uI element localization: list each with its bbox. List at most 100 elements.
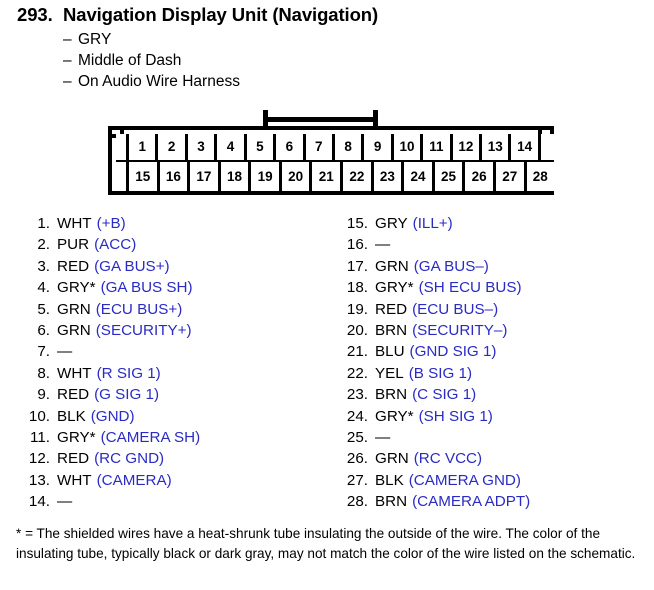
pin-list-item-wire-color: — bbox=[57, 343, 73, 361]
pin-list-item-wire-color: — bbox=[57, 493, 73, 511]
pin-list-item-number: 16. bbox=[346, 236, 368, 254]
pin-list-item-number: 9. bbox=[37, 386, 50, 404]
pin-cell-17: 17 bbox=[190, 162, 221, 191]
pin-list-item: 1.WHT(+B) bbox=[18, 213, 328, 234]
pin-cell-28: 28 bbox=[526, 162, 555, 191]
pin-list-item-signal-name: (SH ECU BUS) bbox=[418, 279, 522, 297]
pin-list-item-number: 1. bbox=[37, 215, 50, 232]
pin-list-item-wire-color: BLK bbox=[57, 407, 86, 425]
pin-cell-13: 13 bbox=[482, 134, 512, 160]
pin-list-item-number: 7. bbox=[37, 343, 50, 361]
pin-list-item-number: 19. bbox=[346, 300, 368, 318]
page-title: 293. Navigation Display Unit (Navigation… bbox=[17, 4, 637, 26]
bullet-dash-icon: – bbox=[63, 31, 72, 48]
pin-list-item-number: 26. bbox=[346, 450, 368, 468]
pin-list-right: 15.GRY(ILL+)16.—17.GRN(GA BUS–)18.GRY*(S… bbox=[336, 213, 646, 513]
pin-list-item-wire-color: BRN bbox=[375, 493, 408, 511]
pin-list-item-wire-color: GRN bbox=[57, 300, 91, 318]
connector-body: 1 2 3 4 5 6 7 8 9 10 11 12 13 14 15 16 1… bbox=[108, 126, 555, 195]
pin-list-item-wire-color: RED bbox=[375, 300, 408, 318]
pin-list-item-number: 18. bbox=[346, 279, 368, 297]
pin-cell-1: 1 bbox=[129, 134, 159, 160]
pin-list-item-number: 23. bbox=[346, 386, 368, 404]
connector-diagram: 1 2 3 4 5 6 7 8 9 10 11 12 13 14 15 16 1… bbox=[108, 110, 555, 195]
pin-list-item: 4. GRY*(GA BUS SH) bbox=[18, 277, 328, 298]
pin-list-item: 15.GRY(ILL+) bbox=[336, 213, 646, 234]
pin-list-item-number: 2. bbox=[37, 236, 50, 254]
pin-list-item: 12.RED(RC GND) bbox=[18, 448, 328, 469]
pin-list-item-signal-name: (CAMERA GND) bbox=[408, 471, 521, 489]
pin-list-item-signal-name: (ACC) bbox=[94, 236, 137, 254]
pin-cell-5: 5 bbox=[246, 134, 277, 160]
connector-locking-tab-icon bbox=[263, 110, 378, 132]
pin-list-left: 1.WHT(+B)2.PUR(ACC)3.RED(GA BUS+)4.GRY*(… bbox=[18, 213, 328, 513]
pin-list-item: 22.YEL(B SIG 1) bbox=[336, 363, 646, 384]
pin-list-item: 10.BLK(GND) bbox=[18, 406, 328, 427]
pin-list-item-wire-color: GRN bbox=[375, 450, 409, 468]
pin-list-item-signal-name: (CAMERA) bbox=[96, 471, 172, 489]
pin-list-item-number: 8. bbox=[37, 364, 50, 382]
pin-cell-8: 8 bbox=[334, 134, 365, 160]
pin-list-item-wire-color: GRY* bbox=[57, 279, 96, 297]
pin-list-item-number: 14. bbox=[28, 493, 50, 511]
pin-cell-26: 26 bbox=[465, 162, 496, 191]
pin-list-item-wire-color: WHT bbox=[57, 215, 92, 232]
pin-list-item: 3.RED(GA BUS+) bbox=[18, 256, 328, 277]
pin-cell-4: 4 bbox=[217, 134, 247, 160]
pin-list-item-signal-name: (SECURITY+) bbox=[95, 322, 192, 340]
connector-pin-row-top: 1 2 3 4 5 6 7 8 9 10 11 12 13 14 bbox=[116, 134, 554, 163]
footnote: * = The shielded wires have a heat-shrun… bbox=[16, 526, 636, 561]
connector-pin-row-bottom: 15 16 17 18 19 20 21 22 23 24 25 26 27 2… bbox=[116, 162, 555, 191]
pin-list-item-wire-color: WHT bbox=[57, 471, 92, 489]
pin-list-item-number: 6. bbox=[37, 322, 50, 340]
locking-tab-post-right bbox=[373, 110, 378, 132]
pin-list-item-number: 21. bbox=[346, 343, 368, 361]
pin-list-item-number: 24. bbox=[346, 407, 368, 425]
pin-list-item-wire-color: GRN bbox=[375, 257, 409, 275]
pin-list-item: 23.BRN(C SIG 1) bbox=[336, 384, 646, 405]
pin-cell-10: 10 bbox=[393, 134, 424, 160]
pin-list-item: 9.RED(G SIG 1) bbox=[18, 384, 328, 405]
pin-cell-21: 21 bbox=[312, 162, 344, 191]
pin-list-item-wire-color: YEL bbox=[375, 364, 404, 382]
pin-list-item: 2.PUR(ACC) bbox=[18, 234, 328, 255]
pin-list-item: 19.RED(ECU BUS–) bbox=[336, 299, 646, 320]
attribute-value: Middle of Dash bbox=[78, 52, 182, 69]
pin-list-item-number: 11. bbox=[30, 429, 50, 447]
pin-list-item-wire-color: BLU bbox=[375, 343, 405, 361]
attribute-harness: –On Audio Wire Harness bbox=[63, 71, 637, 92]
pin-list-item-number: 17. bbox=[346, 257, 368, 275]
pin-list-item-signal-name: (SH SIG 1) bbox=[418, 407, 493, 425]
pin-list-item: 24.GRY*(SH SIG 1) bbox=[336, 406, 646, 427]
pin-list-item: 27.BLK(CAMERA GND) bbox=[336, 470, 646, 491]
pin-list-item-wire-color: GRY* bbox=[57, 429, 96, 447]
pin-list-item-signal-name: (GA BUS SH) bbox=[100, 279, 193, 297]
pin-list-item-signal-name: (ILL+) bbox=[412, 215, 453, 232]
pin-list-item-number: 20. bbox=[346, 322, 368, 340]
pin-cell-24: 24 bbox=[404, 162, 435, 191]
pin-list-item: 26. GRN(RC VCC) bbox=[336, 448, 646, 469]
pin-list-item: 8.WHT(R SIG 1) bbox=[18, 363, 328, 384]
bullet-dash-icon: – bbox=[63, 52, 72, 69]
pin-cell-20: 20 bbox=[281, 162, 313, 191]
pin-list-item-signal-name: (GA BUS–) bbox=[413, 257, 489, 275]
pin-list-item-wire-color: GRY* bbox=[375, 279, 414, 297]
pin-list-item-number: 25. bbox=[346, 429, 368, 447]
pin-list-item-number: 22. bbox=[346, 364, 368, 382]
pin-cell-9: 9 bbox=[364, 134, 394, 160]
pin-list-item-number: 28. bbox=[346, 493, 368, 511]
entry-header: 293. Navigation Display Unit (Navigation… bbox=[17, 4, 637, 92]
pin-list-item: 21.BLU(GND SIG 1) bbox=[336, 341, 646, 362]
pin-list-item: 7. — bbox=[18, 341, 328, 362]
pin-cell-16: 16 bbox=[159, 162, 191, 191]
pin-list-item-number: 4. bbox=[37, 279, 50, 297]
pin-list-item-signal-name: (C SIG 1) bbox=[412, 386, 477, 404]
pin-list-item-wire-color: WHT bbox=[57, 364, 92, 382]
pin-list-item: 6.GRN(SECURITY+) bbox=[18, 320, 328, 341]
pin-list-item-number: 13. bbox=[28, 471, 50, 489]
pin-list-item: 17. GRN(GA BUS–) bbox=[336, 256, 646, 277]
pin-list-item-number: 27. bbox=[346, 471, 368, 489]
pin-cell-blank bbox=[540, 134, 554, 160]
pin-cell-27: 27 bbox=[495, 162, 527, 191]
pin-list-item-signal-name: (RC VCC) bbox=[413, 450, 483, 468]
